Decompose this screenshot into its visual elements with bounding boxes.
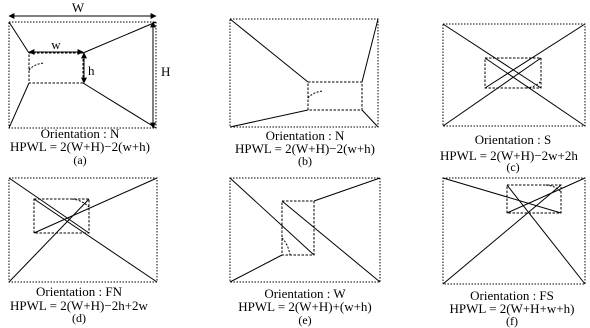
- net-line: [8, 21, 30, 54]
- dimension-label-H: H: [161, 64, 170, 79]
- net-line: [229, 109, 309, 128]
- net-line: [229, 18, 309, 83]
- net-line: [229, 177, 315, 256]
- dimension-label-w: w: [51, 37, 61, 52]
- dimension-label-W: W: [72, 0, 85, 15]
- outer-die-outline: [229, 18, 379, 128]
- orientation-text: Orientation : S: [475, 132, 552, 147]
- block-notch: [307, 90, 324, 99]
- orientation-text: Orientation : FS: [470, 288, 554, 303]
- block-outline: [506, 184, 562, 214]
- panel-e: Orientation : W HPWL = 2(W+H)+(w+h) (e): [229, 177, 381, 327]
- net-line: [361, 18, 379, 83]
- block-notch: [545, 184, 562, 193]
- block-outline: [33, 198, 90, 234]
- orientation-text: Orientation : N: [266, 128, 345, 143]
- net-line: [442, 177, 562, 214]
- hpwl-text: HPWL = 2(W+H)−2(w+h): [235, 141, 375, 156]
- panel-a: W H w h Orientation : N HPWL = 2(W+H)−2(…: [8, 0, 170, 167]
- block-notch: [525, 80, 542, 89]
- panel-caption: (f): [506, 314, 518, 328]
- panel-caption: (d): [72, 311, 86, 325]
- outer-die-outline: [442, 23, 586, 127]
- block-notch: [71, 198, 90, 208]
- outer-die-outline: [442, 177, 586, 285]
- net-line: [442, 57, 542, 127]
- orientation-text: Orientation : FN: [36, 284, 123, 299]
- block-outline: [281, 200, 315, 256]
- hpwl-text: HPWL = 2(W+H)+(w+h): [238, 299, 372, 314]
- net-line: [361, 109, 379, 128]
- panel-d: Orientation : FN HPWL = 2(W+H)−2h+2w (d): [8, 177, 158, 325]
- panel-caption: (a): [73, 153, 86, 167]
- block-outline: [28, 52, 84, 84]
- hpwl-text: HPWL = 2(W+H+w+h): [450, 301, 575, 316]
- net-line: [313, 177, 381, 202]
- net-line: [506, 177, 586, 214]
- orientation-text: Orientation : W: [264, 286, 346, 301]
- panel-b: Orientation : N HPWL = 2(W+H)−2(w+h) (b): [229, 18, 379, 168]
- hpwl-text: HPWL = 2(W+H)−2h+2w: [10, 298, 148, 313]
- net-line: [8, 177, 90, 234]
- net-line: [33, 177, 158, 234]
- dimension-label-h: h: [88, 63, 95, 78]
- block-outline: [307, 81, 363, 111]
- net-line: [484, 57, 586, 127]
- panel-caption: (e): [298, 313, 311, 327]
- panel-caption: (c): [506, 160, 519, 174]
- panel-c: Orientation : S HPWL = 2(W+H)−2w+2h (c): [440, 23, 586, 174]
- net-line: [442, 184, 562, 285]
- net-line: [281, 200, 381, 283]
- outer-die-outline: [229, 177, 381, 283]
- net-line: [506, 184, 586, 285]
- net-line: [229, 254, 283, 283]
- net-line: [82, 21, 157, 54]
- hpwl-text: HPWL = 2(W+H)−2w+2h: [440, 148, 578, 163]
- hpwl-text: HPWL = 2(W+H)−2(w+h): [10, 139, 150, 154]
- block-notch: [28, 62, 45, 71]
- block-outline: [484, 57, 542, 89]
- block-notch: [281, 237, 291, 256]
- net-line: [442, 23, 542, 89]
- net-line: [82, 82, 157, 129]
- net-line: [33, 198, 158, 283]
- panel-f: Orientation : FS HPWL = 2(W+H+w+h) (f): [442, 177, 586, 328]
- net-line: [8, 82, 30, 129]
- net-line: [484, 23, 586, 89]
- outer-die-outline: [8, 21, 157, 129]
- net-line: [8, 198, 90, 283]
- panel-caption: (b): [298, 154, 312, 168]
- orientation-text: Orientation : N: [41, 126, 120, 141]
